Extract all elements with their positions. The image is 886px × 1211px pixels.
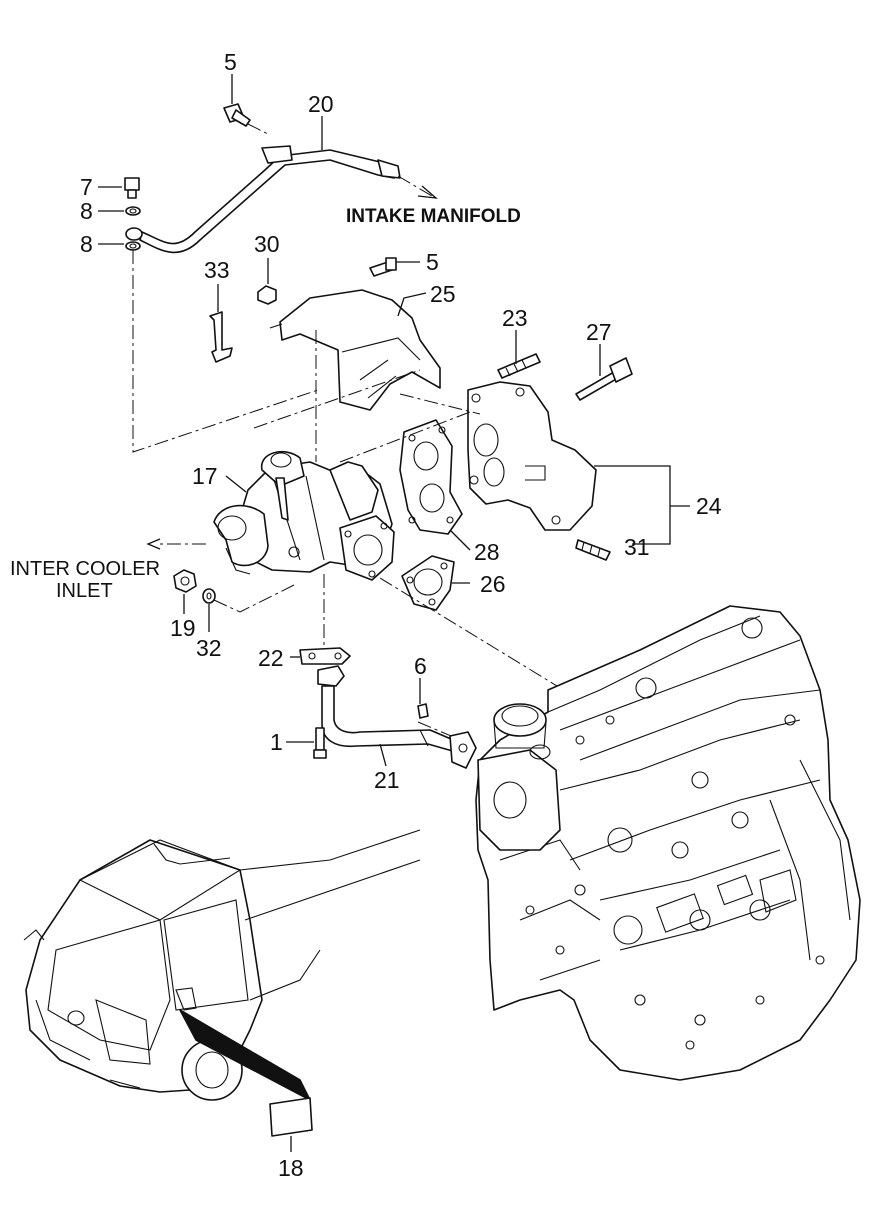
gasket-28 bbox=[399, 419, 463, 535]
banjo-eye bbox=[125, 227, 143, 241]
callout-17: 17 bbox=[192, 463, 218, 489]
stud-31 bbox=[575, 539, 611, 561]
inter-cooler-note-line2: INLET bbox=[56, 580, 113, 602]
label-plate-18 bbox=[269, 1097, 313, 1152]
gasket-22 bbox=[299, 647, 351, 665]
ref-shield-elbow bbox=[399, 393, 481, 415]
bracket-33 bbox=[209, 311, 233, 363]
inter-cooler-note-line1: INTER COOLER bbox=[10, 558, 160, 580]
callout-23: 23 bbox=[502, 305, 528, 331]
heat-shield-25 bbox=[269, 289, 441, 411]
callout-21: 21 bbox=[374, 767, 400, 793]
callout-7: 7 bbox=[80, 174, 93, 200]
callout-26: 26 bbox=[480, 571, 506, 597]
bolt-5-top bbox=[223, 103, 269, 135]
oil-return-pipe-21 bbox=[317, 665, 477, 769]
intake-manifold-note: INTAKE MANIFOLD bbox=[346, 206, 521, 227]
callout-31: 31 bbox=[624, 534, 650, 560]
callout-18: 18 bbox=[278, 1155, 304, 1181]
callout-5-top: 5 bbox=[224, 49, 237, 75]
callout-6: 6 bbox=[414, 653, 427, 679]
callout-8-upper: 8 bbox=[80, 198, 93, 224]
callout-33: 33 bbox=[204, 257, 230, 283]
callout-5-mid: 5 bbox=[426, 249, 439, 275]
gasket-26 bbox=[401, 555, 455, 611]
callout-1: 1 bbox=[270, 729, 283, 755]
seal-ref bbox=[213, 583, 297, 613]
callout-28: 28 bbox=[474, 539, 500, 565]
ref-turbo-shield bbox=[253, 369, 421, 429]
callout-22: 22 bbox=[258, 645, 284, 671]
ref-turbo-engine bbox=[379, 577, 581, 701]
bolt-27 bbox=[575, 357, 633, 401]
bolt-6 bbox=[417, 703, 429, 719]
leader-lines bbox=[98, 74, 690, 767]
callout-27: 27 bbox=[586, 319, 612, 345]
turbocharger-17 bbox=[213, 450, 395, 581]
washer-8-upper bbox=[125, 206, 141, 216]
bolt-1 bbox=[313, 727, 327, 759]
callout-24: 24 bbox=[696, 493, 722, 519]
truck-illustration bbox=[23, 829, 421, 1101]
stud-23 bbox=[497, 353, 541, 379]
nut-19 bbox=[173, 569, 197, 593]
callout-19: 19 bbox=[170, 615, 196, 641]
engine-block bbox=[475, 605, 861, 1081]
oil-line-ref bbox=[132, 250, 319, 453]
callout-25: 25 bbox=[430, 281, 456, 307]
exhaust-elbow-24 bbox=[467, 381, 597, 531]
nut-30 bbox=[257, 285, 277, 305]
bolt-5-mid bbox=[369, 257, 397, 277]
seal-32 bbox=[202, 588, 216, 604]
filler-cap bbox=[493, 703, 547, 749]
washer-8-lower bbox=[125, 241, 141, 251]
callout-30: 30 bbox=[254, 231, 280, 257]
oil-feed-pipe bbox=[139, 145, 439, 254]
ref-bolt6 bbox=[417, 721, 471, 745]
callout-20: 20 bbox=[308, 91, 334, 117]
ref-turbo-elbow bbox=[339, 411, 471, 463]
water-outlet bbox=[477, 744, 561, 851]
banjo-bolt-7 bbox=[124, 177, 140, 199]
callout-32: 32 bbox=[196, 635, 222, 661]
callout-8-lower: 8 bbox=[80, 231, 93, 257]
inter-cooler-arrow bbox=[146, 538, 206, 550]
